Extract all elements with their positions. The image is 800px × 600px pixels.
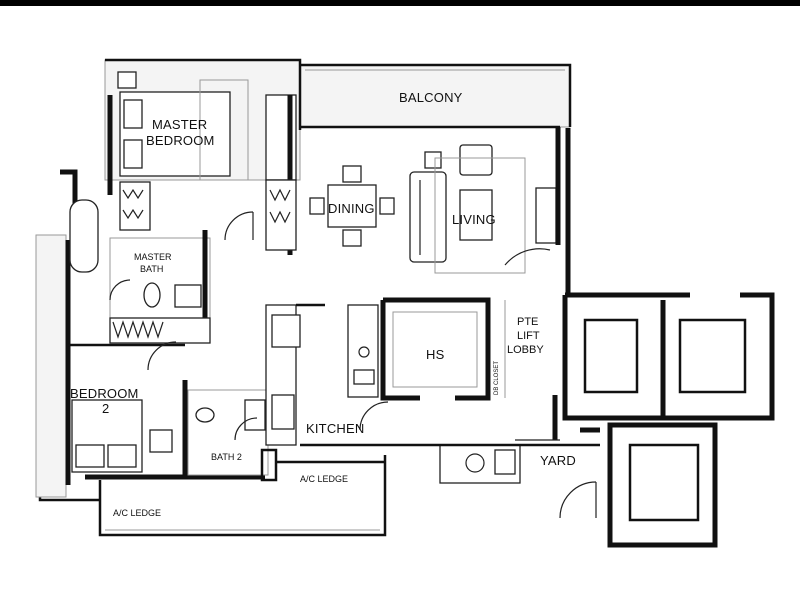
sofa (409, 171, 447, 263)
coffee-table (459, 189, 493, 241)
label-lobby: LOBBY (507, 344, 544, 356)
master-basin (174, 284, 202, 308)
label-master-bedroom-1: MASTER (152, 117, 207, 132)
washer (465, 453, 485, 473)
master-bedroom-area (104, 58, 302, 255)
tv-console (535, 187, 557, 244)
bath2-basin (244, 399, 266, 431)
label-dining: DINING (328, 201, 375, 216)
label-pte: PTE (517, 316, 538, 328)
fridge (271, 314, 301, 348)
bedroom-2-area (68, 341, 265, 480)
label-master-bath-2: BATH (140, 264, 163, 274)
label-living: LIVING (452, 212, 496, 227)
bathtub (69, 199, 99, 273)
label-lift: LIFT (517, 330, 540, 342)
label-db-closet: DB CLOSET (494, 361, 500, 395)
bath-2-area (187, 389, 278, 482)
label-bedroom-2-1: BEDROOM (70, 386, 139, 401)
lift-shafts (562, 292, 775, 548)
hob (353, 369, 375, 385)
label-balcony: BALCONY (399, 90, 463, 105)
label-yard: YARD (540, 453, 576, 468)
label-master-bedroom-2: BEDROOM (146, 133, 215, 148)
label-master-bath-1: MASTER (134, 252, 172, 262)
master-bath-area (69, 199, 211, 344)
dining-set (309, 165, 395, 247)
balcony-area (299, 63, 572, 129)
label-ac-ledge-1: A/C LEDGE (300, 474, 348, 484)
kitchen-sink (271, 394, 295, 430)
label-hs: HS (426, 347, 445, 362)
living-set (409, 144, 557, 274)
hs-area (380, 297, 491, 401)
master-wardrobe (119, 181, 151, 231)
ac-ledges (98, 455, 387, 537)
label-bedroom-2-2: 2 (102, 401, 109, 416)
label-bath-2: BATH 2 (211, 452, 242, 462)
kitchen-area (265, 303, 400, 447)
yard-area (400, 427, 600, 519)
master-toilet (143, 282, 161, 308)
bath2-toilet (195, 407, 215, 423)
label-ac-ledge-2: A/C LEDGE (113, 508, 161, 518)
label-kitchen: KITCHEN (306, 421, 364, 436)
top-border (0, 0, 800, 6)
right-walls (504, 127, 571, 441)
dining-table (327, 184, 377, 228)
